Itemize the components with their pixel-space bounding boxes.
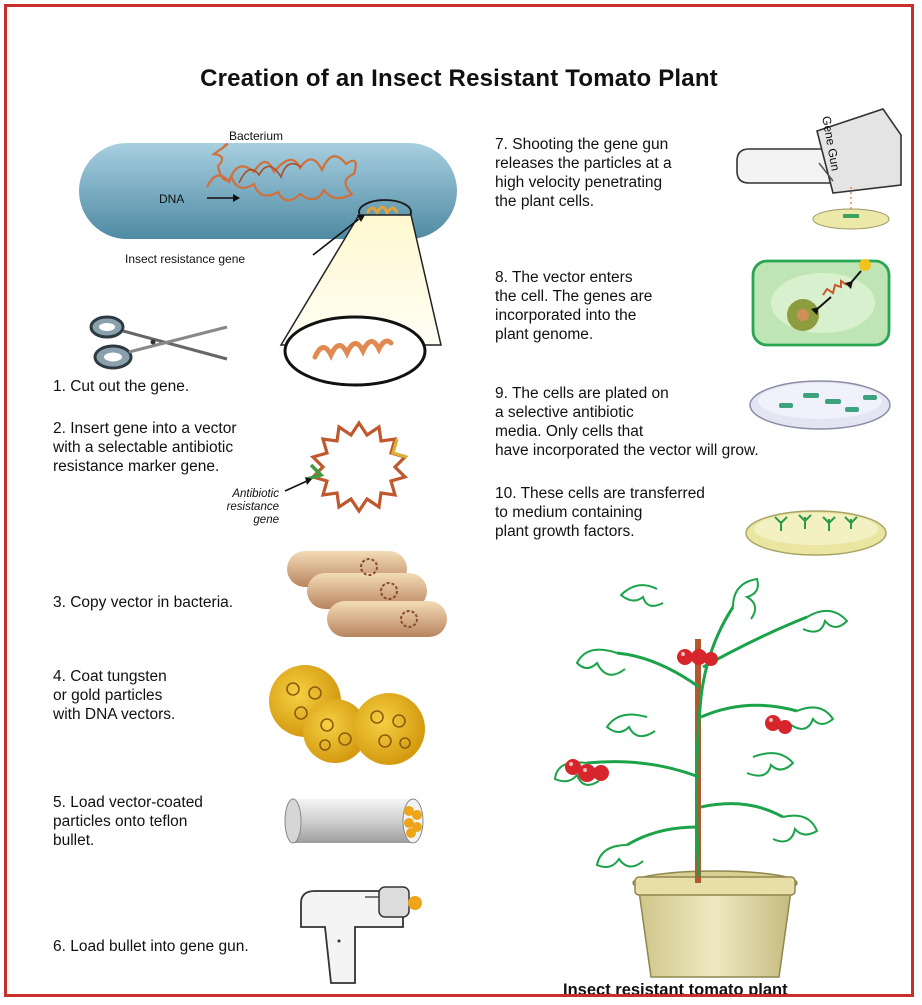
- pot: [639, 891, 791, 977]
- petri-dish-cells: [745, 375, 895, 433]
- antibiotic-arrow: [283, 477, 313, 497]
- plasmid-vector: [299, 415, 419, 505]
- bacteria-copies: [283, 547, 453, 647]
- dna-label: DNA: [159, 192, 184, 206]
- scissors-icon: [87, 315, 237, 375]
- tomato-plant: [547, 577, 877, 977]
- step-5: 5. Load vector-coated particles onto tef…: [53, 793, 203, 850]
- gene-gun: [295, 883, 435, 993]
- step-8: 8. The vector enters the cell. The genes…: [495, 268, 652, 344]
- gold-particles: [265, 659, 435, 769]
- step-3: 3. Copy vector in bacteria.: [53, 593, 233, 612]
- plant-cell: [749, 255, 893, 351]
- insect-gene-label: Insect resistance gene: [125, 252, 245, 266]
- step-7: 7. Shooting the gene gun releases the pa…: [495, 135, 672, 211]
- step-1: 1. Cut out the gene.: [53, 377, 189, 396]
- plant-caption: Insect resistant tomato plant: [563, 981, 788, 997]
- step-2: 2. Insert gene into a vector with a sele…: [53, 419, 237, 476]
- diagram-frame: Creation of an Insect Resistant Tomato P…: [4, 4, 914, 997]
- step-6: 6. Load bullet into gene gun.: [53, 937, 249, 956]
- step-4: 4. Coat tungsten or gold particles with …: [53, 667, 175, 724]
- zoom-circle: [285, 317, 425, 385]
- petri-dish-plantlets: [741, 499, 891, 559]
- step-10: 10. These cells are transferred to mediu…: [495, 484, 705, 541]
- antibiotic-label: Antibiotic resistance gene: [203, 488, 279, 527]
- step-9: 9. The cells are plated on a selective a…: [495, 384, 759, 460]
- teflon-bullet: [283, 793, 433, 847]
